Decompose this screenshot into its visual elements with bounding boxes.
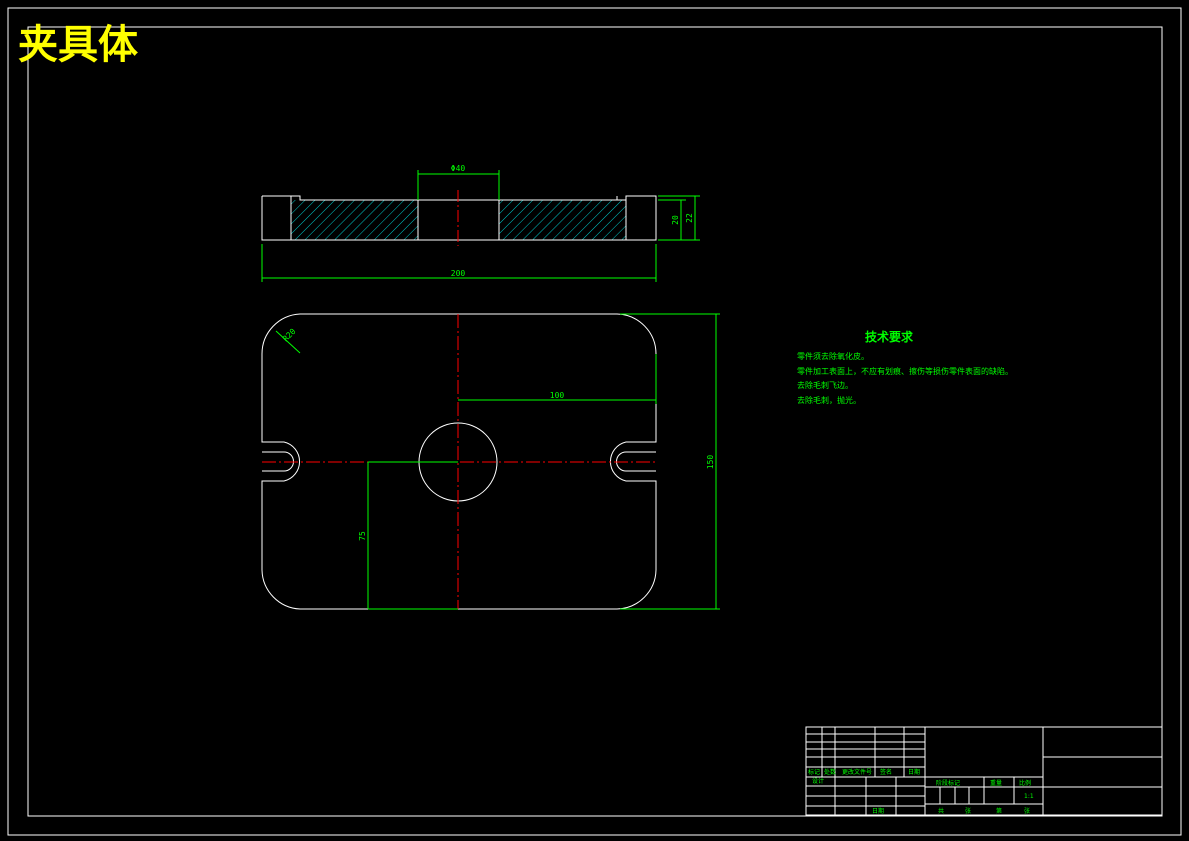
tech-req-item: 零件须去除氧化皮。 bbox=[797, 351, 869, 361]
tb-stage: 阶段标记 bbox=[936, 779, 960, 787]
tb-standard: 日期 bbox=[872, 807, 884, 815]
tb-sign: 签名 bbox=[880, 768, 892, 776]
tb-sheet: 张 bbox=[965, 807, 971, 815]
tb-zone: 更改文件号 bbox=[842, 768, 872, 776]
tb-mark: 标记 bbox=[808, 768, 820, 776]
drawing-frame bbox=[7, 7, 1182, 836]
tb-design: 设计 bbox=[812, 777, 824, 785]
tb-sheet-suffix: 张 bbox=[1024, 807, 1030, 815]
tb-sheet-no: 第 bbox=[996, 807, 1002, 815]
drawing-title: 夹具体 bbox=[18, 22, 138, 68]
plan-outline bbox=[261, 313, 657, 610]
dim-corner-radius: R20 bbox=[281, 327, 298, 344]
dim-thickness-outer: 22 bbox=[685, 213, 694, 223]
section-outline bbox=[261, 195, 657, 241]
title-block-labels: 标记 处数 更改文件号 签名 日期 设计 日期 阶段标记 重量 比例 1:1 共… bbox=[808, 768, 1034, 815]
dim-thickness-inner: 20 bbox=[671, 215, 680, 225]
section-hatch-right bbox=[499, 200, 626, 240]
tech-req-heading: 技术要求 bbox=[865, 329, 914, 344]
dim-to-center: 75 bbox=[358, 531, 367, 541]
tb-sheet-total: 共 bbox=[938, 807, 944, 815]
tb-count: 处数 bbox=[824, 768, 836, 776]
inner-frame bbox=[27, 26, 1163, 817]
section-dimensions bbox=[261, 170, 700, 282]
dim-overall-width: 200 bbox=[451, 269, 466, 278]
tech-req-item: 去除毛刺，抛光。 bbox=[797, 395, 861, 405]
tb-date: 日期 bbox=[908, 768, 920, 776]
section-view: Φ40 200 20 22 bbox=[261, 164, 700, 282]
dim-bore: Φ40 bbox=[451, 164, 466, 173]
dim-height: 150 bbox=[706, 455, 715, 470]
technical-requirements: 技术要求 零件须去除氧化皮。 零件加工表面上，不应有划痕、擦伤等损伤零件表面的缺… bbox=[797, 329, 1013, 405]
plan-view: R20 100 150 75 bbox=[261, 313, 720, 610]
tb-weight: 重量 bbox=[990, 779, 1002, 787]
plan-dimensions bbox=[275, 313, 720, 610]
title-block bbox=[805, 726, 1163, 816]
tech-req-item: 去除毛刺飞边。 bbox=[797, 380, 853, 390]
section-hatch-left bbox=[291, 200, 418, 240]
dim-half-width: 100 bbox=[550, 391, 565, 400]
outer-frame bbox=[7, 7, 1182, 836]
tech-req-item: 零件加工表面上，不应有划痕、擦伤等损伤零件表面的缺陷。 bbox=[797, 366, 1013, 376]
tb-scale: 比例 bbox=[1019, 779, 1031, 787]
tb-scale-value: 1:1 bbox=[1024, 793, 1034, 800]
